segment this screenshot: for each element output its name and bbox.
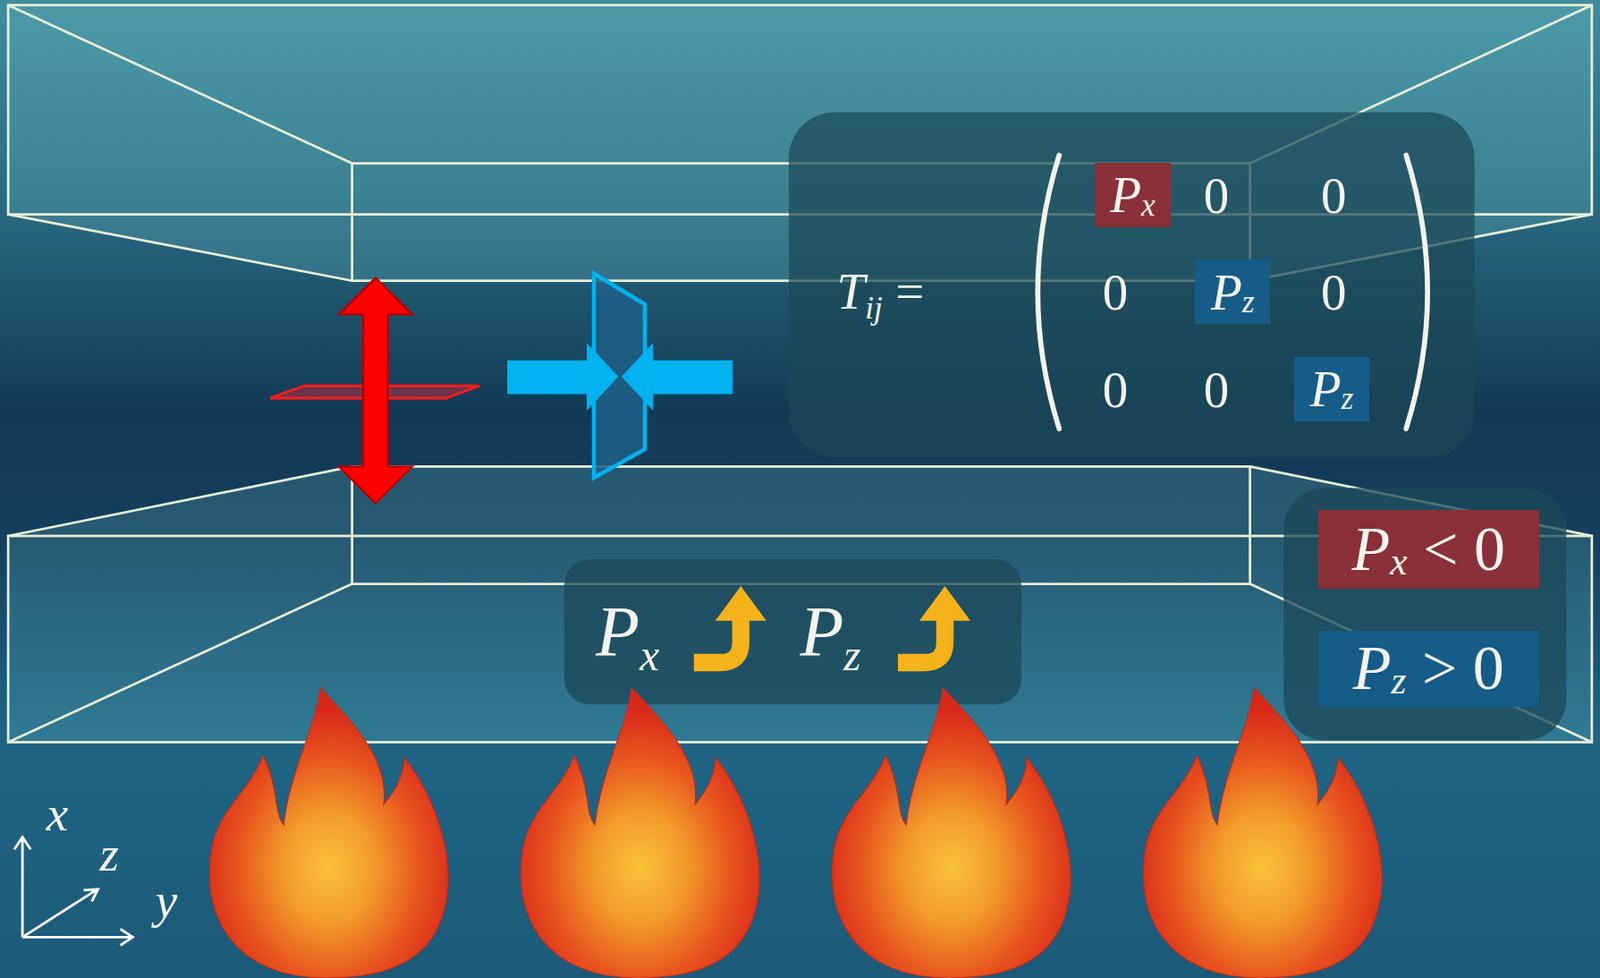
matrix-entry: 0 — [1102, 363, 1129, 415]
formula-text: = — [895, 262, 924, 320]
sign-box: Pz > 0 — [1318, 630, 1539, 708]
matrix-entry: 0 — [1203, 363, 1230, 415]
axis-label: x — [46, 788, 68, 839]
matrix-panel: Tij=PxPzPz000000 — [788, 112, 1475, 458]
trend-panel-bg — [564, 558, 1022, 704]
matrix-entry: 0 — [1203, 169, 1230, 221]
formula: Pz — [799, 595, 861, 668]
matrix-brackets — [1037, 154, 1428, 429]
formula-text: ij — [864, 290, 883, 326]
bottom-slab — [8, 465, 1592, 742]
formula-text: z — [843, 630, 861, 680]
matrix-cell: Px — [1094, 162, 1170, 228]
formula-text: P — [595, 592, 640, 671]
formula-text: z — [1242, 286, 1255, 318]
formula-text: < 0 — [1422, 517, 1506, 581]
flames — [209, 687, 1382, 978]
formula-text: P — [1310, 363, 1342, 415]
matrix-cell: Pz — [1194, 259, 1270, 324]
formula-text: P — [1353, 636, 1392, 700]
formula: Px — [595, 595, 660, 668]
formula-text: z — [1340, 382, 1354, 415]
matrix-panel-bg — [788, 112, 1475, 458]
formula-text: T — [837, 262, 866, 320]
formula-text: P — [1109, 169, 1142, 221]
formula-text: P — [799, 592, 844, 671]
axis-label: z — [99, 828, 119, 878]
formula: Tij= — [837, 265, 925, 317]
matrix-cell: Pz — [1294, 356, 1370, 422]
formula-text: P — [1352, 517, 1391, 581]
sign-panel — [1283, 487, 1567, 740]
axis-label: y — [155, 875, 178, 925]
formula-text: x — [639, 630, 660, 680]
formula-text: x — [1389, 541, 1407, 581]
trend-panel: PxPz — [564, 558, 1022, 704]
sign-box: Px < 0 — [1318, 509, 1539, 589]
matrix-entry: 0 — [1320, 169, 1347, 221]
formula-text: x — [1141, 189, 1156, 221]
compression-arrows — [507, 273, 733, 478]
formula-text: z — [1391, 660, 1407, 700]
matrix-entry: 0 — [1102, 266, 1129, 318]
formula-text: P — [1210, 266, 1243, 318]
matrix-entry: 0 — [1320, 266, 1347, 318]
tension-arrow — [270, 277, 480, 503]
slab-outlines — [8, 5, 1592, 743]
formula-text: > 0 — [1422, 636, 1505, 700]
